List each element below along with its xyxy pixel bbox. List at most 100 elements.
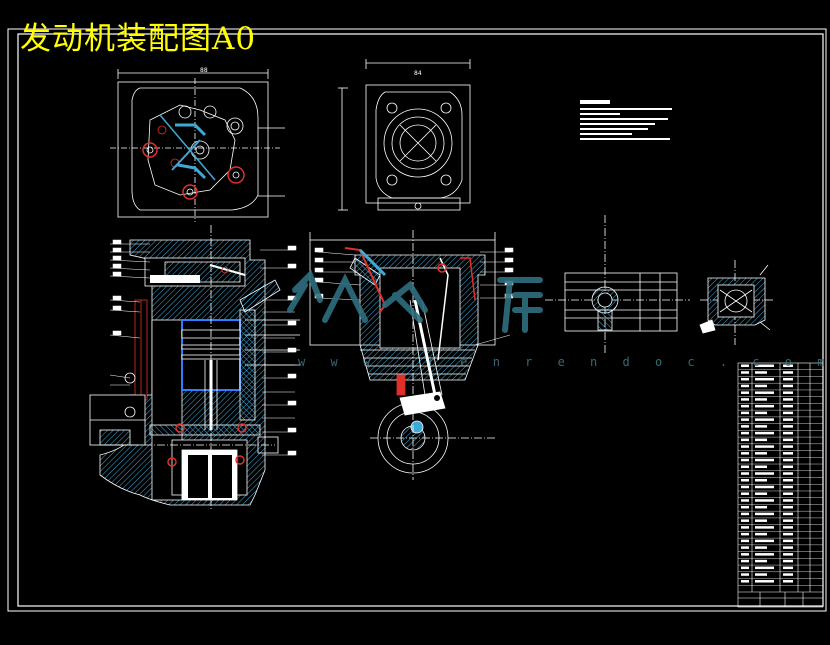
parts-list-cell-mark — [755, 573, 767, 576]
parts-list-cell-mark — [783, 472, 793, 475]
parts-list-cell-mark — [741, 445, 749, 448]
parts-list-cell-mark — [755, 438, 767, 442]
parts-list-cell-mark — [755, 391, 774, 394]
parts-list-cell-mark — [741, 458, 749, 462]
parts-list-cell-mark — [783, 431, 793, 435]
parts-list-cell-mark — [741, 499, 749, 502]
parts-list-cell-mark — [783, 566, 793, 570]
parts-list-cell-mark — [755, 512, 774, 516]
parts-list-cell-mark — [783, 532, 793, 536]
parts-list-cell-mark — [741, 364, 749, 367]
parts-list-cell-mark — [741, 519, 749, 522]
parts-list-cell-mark — [741, 425, 749, 428]
parts-list-rows — [738, 364, 823, 586]
parts-list-cell-mark — [741, 485, 749, 489]
parts-list-cell-mark — [783, 404, 793, 408]
parts-list-cell-mark — [783, 398, 793, 401]
parts-list-cell-mark — [783, 377, 793, 381]
parts-list-cell-mark — [741, 384, 749, 388]
parts-list-cell-mark — [783, 364, 793, 367]
parts-list-cell-mark — [755, 458, 774, 462]
parts-list-cell-mark — [755, 465, 767, 469]
parts-list-cell-mark — [783, 452, 793, 455]
parts-list-cell-mark — [741, 377, 749, 381]
parts-list-cell-mark — [783, 505, 793, 509]
right-side-view-cylinder — [545, 215, 690, 355]
parts-list-cell-mark — [755, 492, 767, 495]
parts-list-cell-mark — [783, 546, 793, 549]
parts-list-cell-mark — [783, 425, 793, 428]
parts-list-cell-mark — [755, 377, 774, 381]
parts-list-cell-mark — [783, 573, 793, 576]
parts-list-cell-mark — [755, 580, 774, 583]
parts-list-cell-mark — [755, 526, 774, 529]
parts-list-cell-mark — [783, 485, 793, 489]
parts-list-cell-mark — [755, 499, 774, 502]
parts-list-cell-mark — [741, 431, 749, 435]
parts-list-cell-mark — [783, 499, 793, 502]
parts-list-cell-mark — [741, 505, 749, 509]
parts-list-cell-mark — [755, 559, 767, 563]
parts-list-cell-mark — [783, 526, 793, 529]
parts-list-cell-mark — [783, 519, 793, 522]
parts-list-cell-mark — [755, 384, 767, 388]
parts-list-cell-mark — [741, 452, 749, 455]
parts-list-cell-mark — [755, 425, 767, 428]
parts-list-cell-mark — [783, 479, 793, 482]
parts-list-cell-mark — [755, 546, 767, 549]
parts-list-cell-mark — [741, 479, 749, 482]
technical-requirements — [580, 100, 672, 140]
parts-list-cell-mark — [783, 411, 793, 415]
parts-list-cell-mark — [755, 553, 774, 556]
parts-list-cell-mark — [783, 391, 793, 394]
leader-lines-left — [109, 239, 297, 456]
parts-list-cell-mark — [755, 404, 774, 408]
parts-list-cell-mark — [741, 553, 749, 556]
parts-list-cell-mark — [755, 472, 774, 475]
parts-list-cell-mark — [783, 512, 793, 516]
parts-list-table — [737, 362, 824, 608]
svg-text:88: 88 — [200, 67, 208, 74]
top-view-cylinder-flange: 84 — [338, 59, 471, 211]
parts-list-cell-mark — [741, 472, 749, 475]
parts-list-cell-mark — [741, 404, 749, 408]
parts-list-cell-mark — [755, 566, 774, 570]
parts-list-cell-mark — [741, 391, 749, 394]
drawing-title: 发动机装配图A0 — [20, 21, 257, 57]
parts-list-cell-mark — [741, 438, 749, 442]
parts-list-cell-mark — [755, 418, 774, 421]
drawing-frame — [7, 28, 827, 612]
parts-list-cell-mark — [783, 539, 793, 543]
parts-list-cell-mark — [755, 479, 767, 482]
parts-list-cell-mark — [741, 573, 749, 576]
parts-list-cell-mark — [741, 539, 749, 543]
parts-list-cell-mark — [783, 465, 793, 469]
parts-list-cell-mark — [755, 445, 774, 448]
parts-list-cell-mark — [755, 539, 774, 543]
parts-list-cell-mark — [741, 580, 749, 583]
parts-list-cell-mark — [755, 398, 767, 401]
parts-list-cell-mark — [755, 519, 767, 522]
parts-list-cell-mark — [741, 532, 749, 536]
parts-list-cell-mark — [755, 411, 767, 415]
section-view-b-b — [699, 260, 775, 345]
parts-list-cell-mark — [783, 418, 793, 421]
parts-list-cell-mark — [783, 384, 793, 388]
parts-list-cell-mark — [741, 546, 749, 549]
parts-list-cell-mark — [741, 512, 749, 516]
parts-list-cell-mark — [741, 492, 749, 495]
parts-list-cell-mark — [755, 532, 767, 536]
parts-list-cell-mark — [741, 465, 749, 469]
watermark-logo — [287, 269, 543, 333]
parts-list-cell-mark — [741, 526, 749, 529]
parts-list-cell-mark — [741, 418, 749, 421]
parts-list-cell-mark — [783, 458, 793, 462]
parts-list-cell-mark — [741, 398, 749, 401]
parts-list-cell-mark — [783, 371, 793, 374]
parts-list-cell-mark — [755, 364, 774, 367]
parts-list-cell-mark — [755, 485, 774, 489]
watermark-url: w w w . r e n r e n d o c . c o m — [298, 355, 830, 369]
parts-list-cell-mark — [755, 505, 767, 509]
parts-list-cell-mark — [755, 431, 774, 435]
